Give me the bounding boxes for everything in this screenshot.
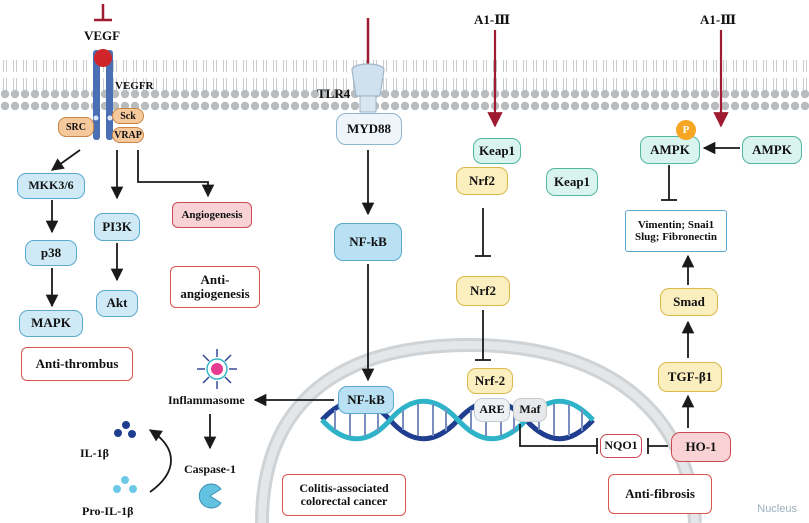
nrf2-free-node: Nrf2: [456, 276, 510, 306]
arrow-vegfr-mkk: [50, 149, 81, 171]
anti-thrombus-box: Anti-thrombus: [21, 347, 133, 381]
nqo1-node: NQO1: [600, 434, 642, 458]
inhibit-ampk-emt: [661, 165, 677, 201]
mapk-node: MAPK: [19, 310, 83, 337]
caspase-label: Caspase-1: [184, 462, 237, 476]
cell-membrane: [0, 60, 809, 110]
vegf-inhibition-bar: [94, 4, 112, 22]
caspase-icon: [198, 483, 222, 509]
mkk-node: MKK3/6: [17, 173, 85, 199]
anti-fibrosis-box: Anti-fibrosis: [608, 474, 712, 514]
inhibit-nrf2-nrf2: [475, 208, 491, 257]
inhibit-nrf2-nucleus: [475, 310, 491, 361]
akt-node: Akt: [96, 290, 138, 317]
are-node: ARE: [474, 398, 510, 422]
emt-markers-box: Vimentin; Snai1 Slug; Fibronectin: [625, 210, 727, 252]
vegf-label: VEGF: [84, 28, 121, 43]
arrow-vegfr-angio: [137, 150, 215, 198]
ampk-node: AMPK: [742, 136, 802, 164]
il1b-icon: [114, 421, 136, 438]
tgfb1-node: TGF-β1: [658, 362, 722, 392]
angiogenesis-node: Angiogenesis: [172, 202, 252, 228]
vegf-receptor-icon: [93, 49, 113, 140]
a1-label-left: A1-Ⅲ: [474, 12, 511, 27]
pro-il1b-icon: [113, 476, 137, 493]
anti-angiogenesis-box: Anti- angiogenesis: [170, 266, 260, 308]
smad-node: Smad: [660, 288, 718, 316]
maf-node: Maf: [513, 398, 547, 422]
nfkb-nucleus-node: NF-kB: [338, 386, 394, 414]
watermark: Nucleus: [757, 503, 797, 515]
pi3k-node: PI3K: [94, 213, 140, 241]
inhibit-dna-nqo1: [519, 424, 598, 454]
ampk-phospho-node: AMPK: [640, 136, 700, 164]
inflammasome-label: Inflammasome: [168, 393, 245, 407]
inhibit-ho1-nqo1: [647, 438, 668, 454]
nrf2-bound-node: Nrf2: [456, 167, 508, 195]
pro-il1b-label: Pro-IL-1β: [82, 504, 134, 518]
nfkb-node: NF-kB: [334, 223, 402, 261]
tlr4-label: TLR4: [317, 86, 351, 101]
nrf2-nucleus-node: Nrf-2: [467, 368, 513, 394]
vegfr-label: VEGFR: [115, 80, 154, 92]
myd88-node: MYD88: [336, 113, 402, 145]
il1b-label: IL-1β: [80, 446, 109, 460]
sck-node: Sck: [112, 108, 144, 124]
vrap-node: VRAP: [112, 127, 144, 143]
keap1-free-node: Keap1: [546, 168, 598, 196]
phospho-badge: P: [676, 120, 696, 140]
ho1-node: HO-1: [671, 432, 731, 462]
keap1-bound-node: Keap1: [473, 138, 521, 164]
p38-node: p38: [25, 240, 77, 266]
inflammasome-icon: [197, 349, 237, 389]
tlr4-receptor-icon: [351, 63, 385, 113]
arrow-pro-to-il1b: [148, 429, 172, 493]
a1-label-right: A1-Ⅲ: [700, 12, 737, 27]
src-node: SRC: [58, 117, 94, 137]
colitis-box: Colitis-associated colorectal cancer: [282, 474, 406, 516]
